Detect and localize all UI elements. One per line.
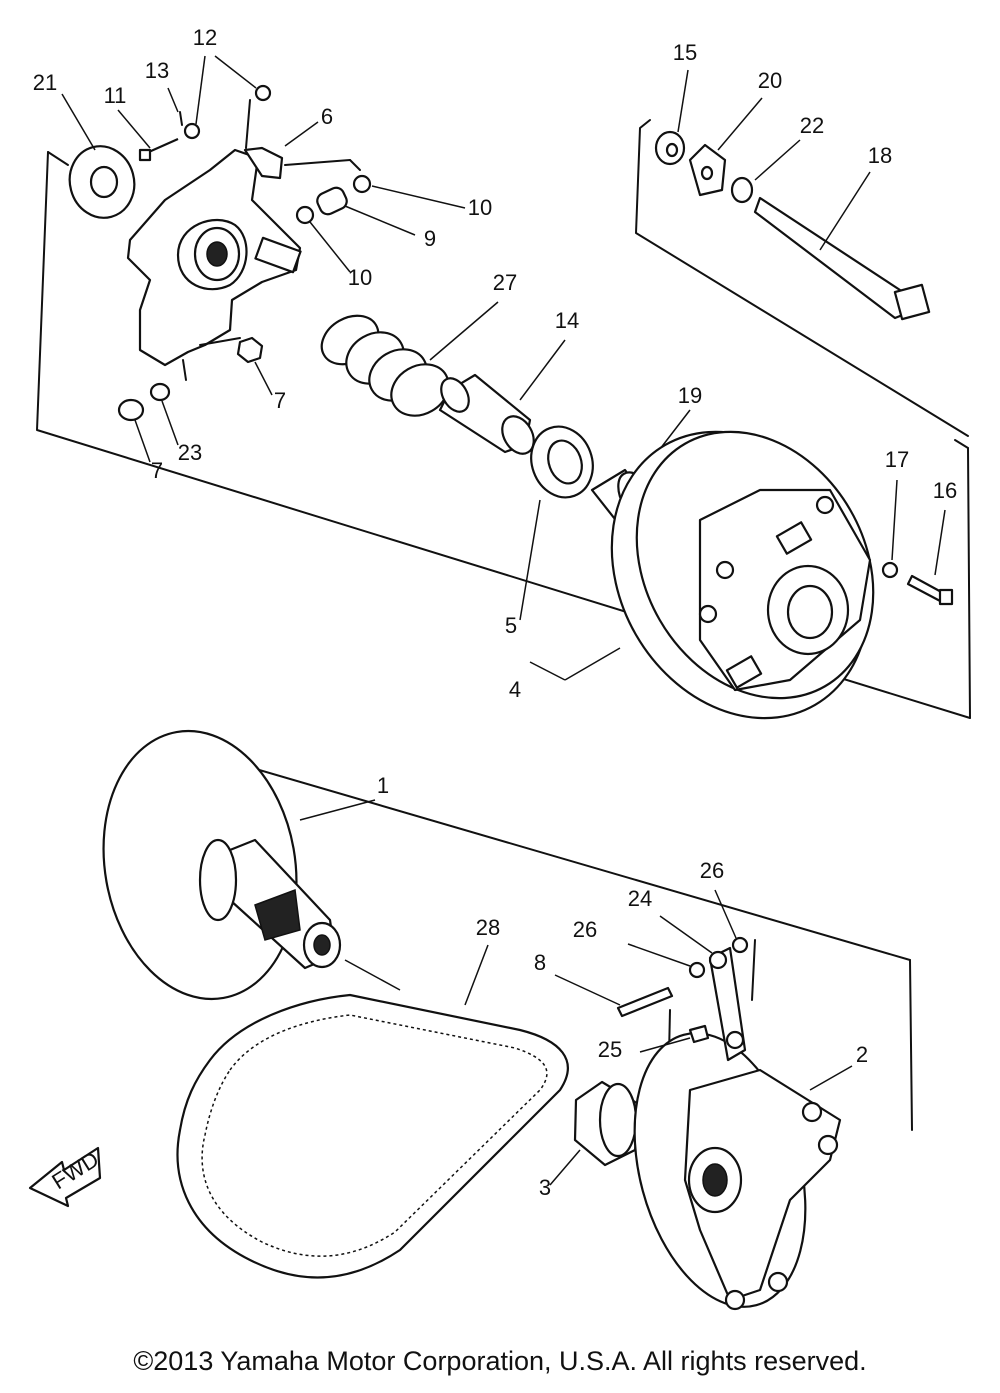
callout-25: 25 [598,1037,622,1062]
callout-7: 7 [151,458,163,483]
callout-19: 19 [678,383,702,408]
part-4-movable-sheave [529,430,875,720]
parts-7-23-nuts [117,336,273,463]
part-2-sheave [633,1032,853,1311]
parts-15-20-22-18-bolt-set [654,69,931,321]
callout-23: 23 [178,440,202,465]
callout-26: 26 [700,858,724,883]
parts-24-25-26-8-weight-arm [554,889,749,1062]
part-21-washer [61,93,136,219]
callout-12: 12 [193,25,217,50]
callout-17: 17 [885,447,909,472]
callout-9: 9 [424,226,436,251]
callout-21: 21 [33,70,57,95]
exploded-parts-diagram: FWD 123456778910101112131415161718192021… [28,25,971,1311]
callout-20: 20 [758,68,782,93]
callout-11: 11 [104,83,127,108]
callout-1: 1 [377,773,389,798]
callout-26: 26 [573,917,597,942]
callout-18: 18 [868,143,892,168]
callout-16: 16 [933,478,957,503]
callout-15: 15 [673,40,697,65]
part-3-bushing [549,1080,642,1186]
part-27-spring [320,301,499,417]
callout-4: 4 [509,677,521,702]
callout-24: 24 [628,886,652,911]
callout-6: 6 [321,104,333,129]
callout-13: 13 [145,58,169,83]
part-28-belt [176,944,569,1279]
callout-28: 28 [476,915,500,940]
callout-10: 10 [468,195,492,220]
copyright-notice: ©2013 Yamaha Motor Corporation, U.S.A. A… [133,1346,867,1376]
part-5-seal [519,425,594,621]
callout-7: 7 [274,388,286,413]
part-1-sheave [102,729,401,1001]
parts-9-10-bushings [295,174,466,273]
parts-11-12-13-fasteners [117,55,272,162]
callout-22: 22 [800,113,824,138]
part-14-sleeve [438,339,566,455]
callout-labels: 1234567789101011121314151617181920212223… [33,25,957,1200]
callout-14: 14 [555,308,579,333]
callout-5: 5 [505,613,517,638]
callout-10: 10 [348,265,372,290]
callout-27: 27 [493,270,517,295]
part-6-spider-hub [126,121,319,367]
callout-2: 2 [856,1042,868,1067]
callout-3: 3 [539,1175,551,1200]
parts-16-17-bolt-nut [881,479,954,606]
callout-8: 8 [534,950,546,975]
fwd-arrow-icon: FWD [28,1146,103,1208]
